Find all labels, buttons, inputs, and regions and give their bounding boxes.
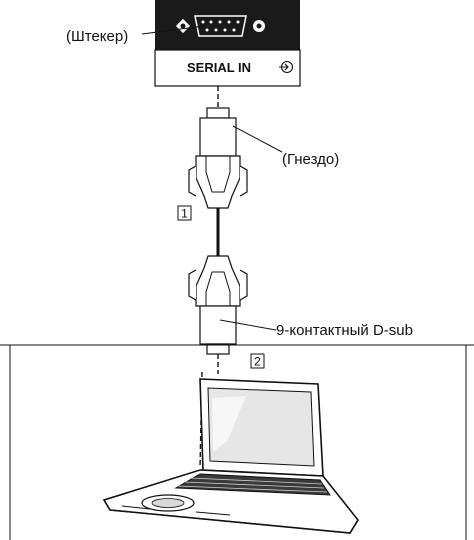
pin-connector-label: 9-контактный D-sub	[276, 322, 413, 339]
socket-label: (Гнездо)	[282, 151, 339, 168]
serial-cable	[188, 107, 248, 355]
cable-number: 1	[181, 207, 188, 221]
pc-number-badge: 2	[250, 353, 265, 369]
pin-leader-line	[219, 319, 277, 331]
rear-panel: SERIAL IN	[154, 0, 301, 87]
computer-box	[0, 344, 474, 540]
cable-number-badge: 1	[177, 205, 192, 221]
socket-leader-line	[232, 125, 283, 153]
serial-port-icon	[194, 15, 247, 37]
d-sub-connector-icon	[188, 107, 248, 209]
plug-leader-line	[141, 25, 205, 35]
laptop-icon	[102, 378, 359, 534]
plug-label: (Штекер)	[66, 28, 128, 45]
port-label: SERIAL IN	[187, 60, 251, 75]
input-arrow-icon	[279, 60, 294, 74]
screw-icon	[253, 20, 265, 32]
d-sub-connector-icon	[188, 255, 248, 355]
pc-number: 2	[254, 355, 261, 369]
